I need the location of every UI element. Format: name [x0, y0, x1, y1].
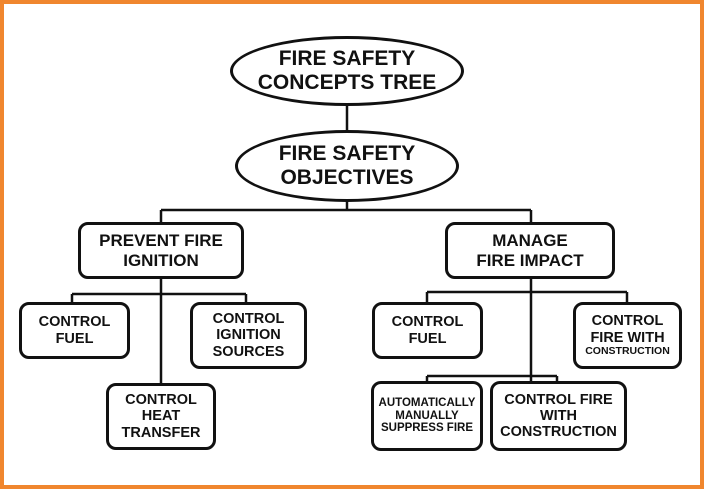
heat-line-3: TRANSFER: [121, 424, 201, 441]
heat-line-1: CONTROL: [125, 392, 197, 409]
manage-line-2: FIRE IMPACT: [476, 250, 584, 270]
ignition-line-2: IGNITION: [216, 327, 281, 344]
node-prevent-fire-ignition: PREVENT FIRE IGNITION: [78, 222, 244, 279]
suppress-line-1: AUTOMATICALLY: [378, 396, 476, 409]
construction-b-line-1: CONTROL FIRE: [504, 391, 613, 408]
node-control-heat-transfer: CONTROL HEAT TRANSFER: [106, 383, 216, 450]
construction-b-line-2: WITH: [539, 407, 578, 424]
objectives-line-2: OBJECTIVES: [280, 166, 414, 189]
objectives-line-1: FIRE SAFETY: [278, 141, 416, 165]
root-line-2: CONCEPTS TREE: [257, 71, 437, 94]
suppress-line-2: MANUALLY: [395, 409, 459, 422]
suppress-line-3: SUPPRESS FIRE: [380, 422, 474, 435]
node-fire-safety-objectives: FIRE SAFETY OBJECTIVES: [235, 130, 459, 202]
construction-a-line-2: FIRE WITH: [590, 329, 665, 346]
construction-b-line-3: CONSTRUCTION: [500, 424, 617, 441]
heat-line-2: HEAT: [141, 408, 181, 425]
manage-fuel-line-2: FUEL: [408, 330, 447, 347]
ignition-line-3: SOURCES: [212, 343, 285, 360]
node-prevent-control-fuel: CONTROL FUEL: [19, 302, 130, 359]
node-control-ignition-sources: CONTROL IGNITION SOURCES: [190, 302, 307, 369]
node-manage-control-fuel: CONTROL FUEL: [372, 302, 483, 359]
construction-a-line-1: CONTROL: [591, 313, 664, 330]
prevent-line-2: IGNITION: [123, 250, 199, 270]
node-automatically-manually-suppress-fire: AUTOMATICALLY MANUALLY SUPPRESS FIRE: [371, 381, 483, 451]
prevent-fuel-line-2: FUEL: [55, 330, 94, 347]
ignition-line-1: CONTROL: [212, 311, 285, 328]
root-node-fire-safety-concepts-tree: FIRE SAFETY CONCEPTS TREE: [230, 36, 464, 106]
node-manage-fire-impact: MANAGE FIRE IMPACT: [445, 222, 615, 279]
prevent-line-1: PREVENT FIRE: [99, 231, 223, 251]
node-control-fire-with-construction-b: CONTROL FIRE WITH CONSTRUCTION: [490, 381, 627, 451]
node-control-fire-with-construction-a: CONTROL FIRE WITH CONSTRUCTION: [573, 302, 682, 369]
construction-a-line-3: CONSTRUCTION: [585, 344, 670, 357]
prevent-fuel-line-1: CONTROL: [38, 314, 111, 331]
manage-line-1: MANAGE: [492, 231, 568, 251]
manage-fuel-line-1: CONTROL: [391, 314, 464, 331]
root-line-1: FIRE SAFETY: [278, 46, 416, 70]
